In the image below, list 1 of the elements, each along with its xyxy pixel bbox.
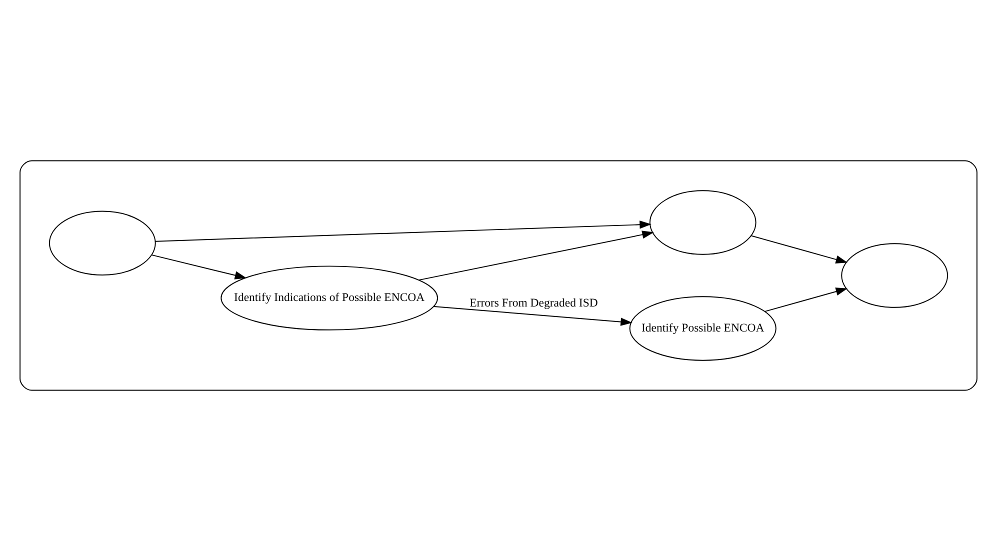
edge-label: Errors From Degraded ISD	[470, 296, 598, 310]
